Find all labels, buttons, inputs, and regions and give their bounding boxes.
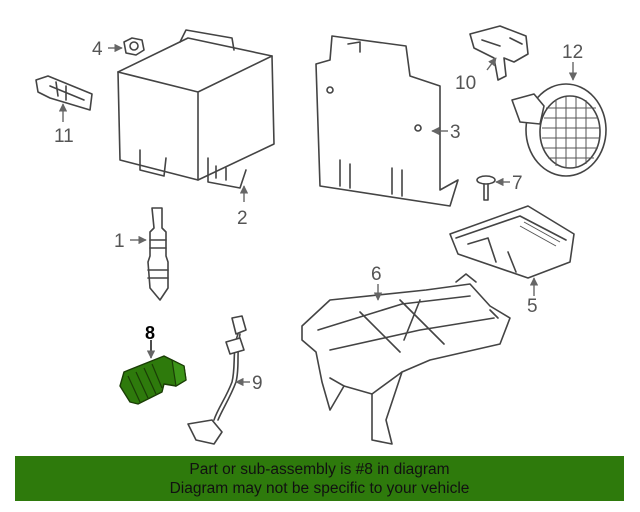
banner-line-part: Part or sub-assembly is #8 in diagram [189, 461, 450, 478]
part-2-relay-module[interactable] [117, 29, 275, 189]
callout-10: 10 [455, 73, 476, 94]
banner-line-disclaimer: Diagram may not be specific to your vehi… [169, 480, 470, 497]
callout-3: 3 [450, 122, 461, 143]
callout-7: 7 [512, 173, 523, 194]
callout-11: 11 [54, 126, 74, 147]
callout-9: 9 [252, 373, 263, 394]
part-6-tray-bracket[interactable] [301, 273, 511, 445]
part-12-maf-sensor[interactable] [511, 83, 607, 177]
callout-4: 4 [92, 39, 103, 60]
parts-diagram: 11 4 2 3 10 12 [35, 25, 607, 445]
part-4-nut[interactable] [123, 37, 145, 56]
part-8-highlighted-sensor[interactable] [119, 355, 187, 405]
callout-5: 5 [527, 296, 538, 317]
info-banner: Part or sub-assembly is #8 in diagram Di… [15, 456, 624, 501]
callout-1: 1 [114, 231, 125, 252]
part-9-wired-sensor[interactable] [187, 315, 247, 445]
callout-6: 6 [371, 264, 382, 285]
part-5-ecu[interactable] [449, 205, 575, 279]
part-1-glow-plug[interactable] [147, 207, 169, 301]
callout-2: 2 [237, 208, 248, 229]
part-7-screw[interactable] [476, 175, 496, 201]
part-3-bracket[interactable] [315, 35, 459, 207]
part-11-connector[interactable] [35, 75, 93, 111]
part-10-sensor[interactable] [469, 25, 529, 81]
callout-12: 12 [562, 42, 583, 63]
callout-8: 8 [145, 323, 155, 343]
